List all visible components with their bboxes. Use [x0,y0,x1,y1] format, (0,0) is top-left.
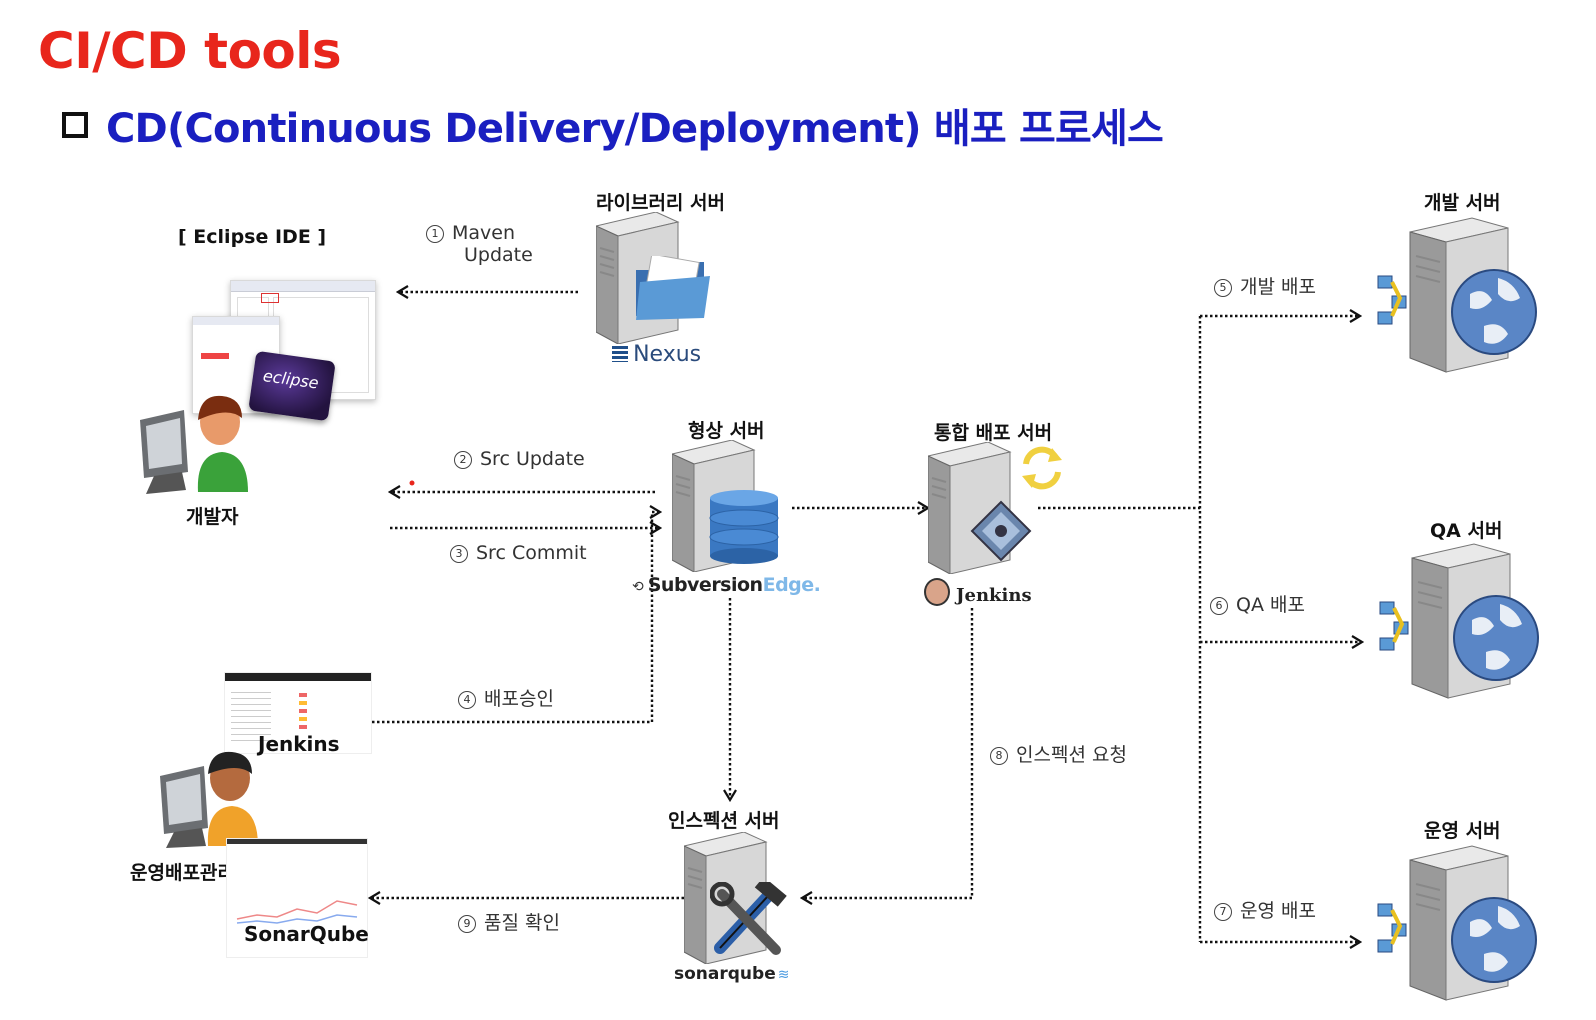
jenkins-text: Jenkins [956,585,1032,606]
red-dot [409,480,415,486]
dev-server-label: 개발 서버 [1424,192,1501,214]
eclipse-label: [ Eclipse IDE ] [178,226,327,248]
integration-server-label: 통합 배포 서버 [934,422,1053,444]
ops-manager-icon [156,750,276,850]
step-9-number: 9 [458,915,476,933]
qa-server-label: QA 서버 [1430,520,1503,542]
dev-server-icon [1374,216,1542,380]
nexus-logo-icon [612,346,628,362]
folder-icon [632,253,712,330]
step-7-number: 7 [1214,903,1232,921]
subtitle-text: CD(Continuous Delivery/Deployment) 배포 프로… [106,106,1164,152]
subversion-text: Subversion [647,574,763,596]
sonarqube-screenshot [226,838,368,958]
sonarqube-screenshot-label: SonarQube [244,922,369,946]
ops-server-label: 운영 서버 [1424,820,1501,842]
step-6-label: 6 QA 배포 [1210,590,1305,617]
qa-server-icon [1376,542,1544,706]
subversion-edge-brand: ⟲SubversionEdge. [632,574,821,596]
inspection-server-label: 인스펙션 서버 [668,810,780,832]
step-5-number: 5 [1214,279,1232,297]
page-subtitle: CD(Continuous Delivery/Deployment) 배포 프로… [62,96,1164,154]
step-1-label: 1 Maven [426,222,515,244]
step-8-text: 인스펙션 요청 [1016,744,1127,766]
arrow-approval [372,512,660,724]
edge-text: Edge. [762,574,821,596]
step-3-label: 3 Src Commit [450,542,587,564]
step-7-text: 운영 배포 [1240,900,1316,922]
sonarqube-text: sonarqube [674,964,776,984]
library-server-label: 라이브러리 서버 [596,192,725,214]
step-4-text: 배포승인 [484,688,554,710]
step-9-label: 9 품질 확인 [458,908,560,935]
config-server-label: 형상 서버 [688,420,765,442]
database-icon [706,488,782,570]
step-8-label: 8 인스펙션 요청 [990,740,1127,767]
sonarqube-brand: sonarqube≋ [674,964,789,984]
ops-manager-label: 운영배포관리자 [130,862,253,884]
step-3-text: Src Commit [476,542,587,564]
arrow-inspection-request [802,608,974,898]
step-7-label: 7 운영 배포 [1214,896,1316,923]
step-8-number: 8 [990,747,1008,765]
developer-icon [136,392,256,500]
jenkins-logo-icon [924,578,950,606]
step-5-label: 5 개발 배포 [1214,272,1316,299]
developer-label: 개발자 [186,506,239,528]
step-2-text: Src Update [480,448,585,470]
step-1-label-line2: Update [464,244,533,266]
step-2-label: 2 Src Update [454,448,585,470]
eclipse-logo-icon: eclipse [248,350,336,422]
nexus-text: Nexus [633,342,702,367]
jenkins-screenshot [224,672,372,754]
step-1-text: Maven [452,222,516,244]
step-6-text: QA 배포 [1236,594,1305,616]
step-9-text: 품질 확인 [484,912,560,934]
step-4-number: 4 [458,691,476,709]
sonarqube-logo-icon: ≋ [777,967,790,983]
deploy-package-icon [970,500,1032,566]
jenkins-screenshot-label: Jenkins [258,732,340,756]
subversion-logo-icon: ⟲ [632,579,644,595]
eclipse-logo-text: eclipse [261,365,320,393]
tools-icon [709,876,788,962]
sync-arrows-icon [1018,444,1066,496]
step-1-number: 1 [426,225,444,243]
jenkins-brand: Jenkins [924,578,1032,606]
page-title: CI/CD tools [38,22,342,80]
step-6-number: 6 [1210,597,1228,615]
checkbox-bullet-icon [62,112,88,138]
step-3-number: 3 [450,545,468,563]
step-4-label: 4 배포승인 [458,684,554,711]
ops-server-icon [1374,844,1542,1008]
step-2-number: 2 [454,451,472,469]
nexus-brand: Nexus [612,342,701,367]
step-5-text: 개발 배포 [1240,276,1316,298]
